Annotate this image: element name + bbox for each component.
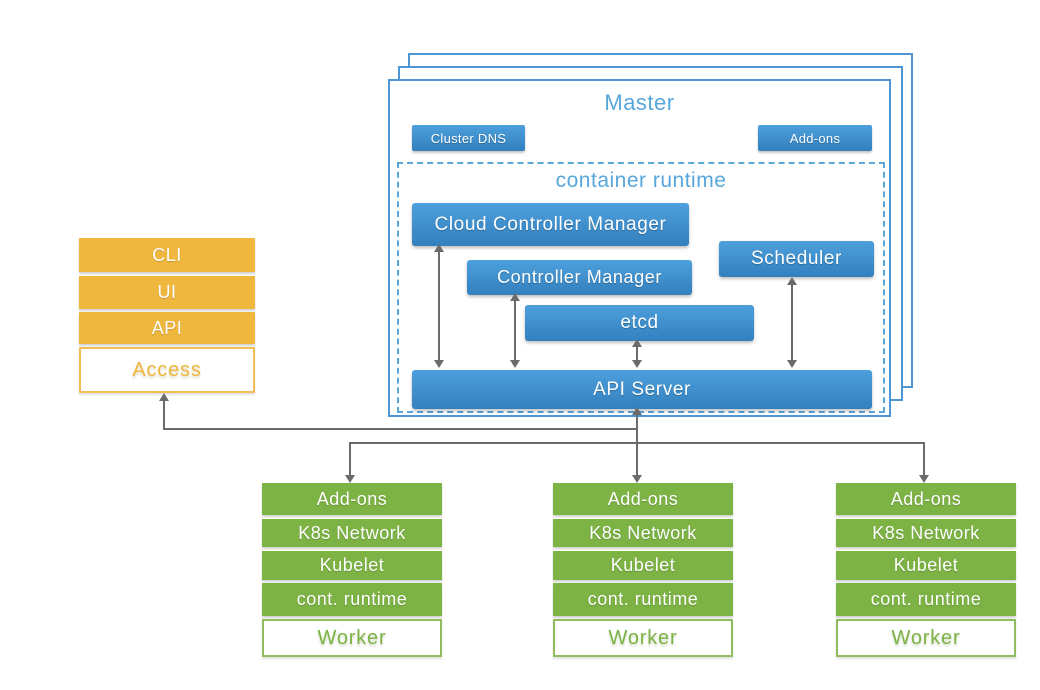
ui-box: UI <box>79 276 255 309</box>
kubelet-box: Kubelet <box>836 551 1016 580</box>
kubelet-box: Kubelet <box>553 551 733 580</box>
worker-box: Worker <box>262 619 442 657</box>
worker-addons-box: Add-ons <box>553 483 733 515</box>
addons-box: Add-ons <box>758 125 872 151</box>
cont-runtime-box: cont. runtime <box>262 583 442 616</box>
scheduler-box: Scheduler <box>719 241 874 277</box>
kubelet-box: Kubelet <box>262 551 442 580</box>
worker-box: Worker <box>553 619 733 657</box>
cli-box: CLI <box>79 238 255 272</box>
worker-box: Worker <box>836 619 1016 657</box>
worker-addons-box: Add-ons <box>262 483 442 515</box>
api-server-box: API Server <box>412 370 872 409</box>
cluster-dns-box: Cluster DNS <box>412 125 525 151</box>
controller-manager-box: Controller Manager <box>467 260 692 295</box>
etcd-box: etcd <box>525 305 754 341</box>
k8s-network-box: K8s Network <box>836 519 1016 547</box>
container-runtime-title: container runtime <box>555 169 727 192</box>
worker-addons-box: Add-ons <box>836 483 1016 515</box>
cont-runtime-box: cont. runtime <box>553 583 733 616</box>
cont-runtime-box: cont. runtime <box>836 583 1016 616</box>
master-title: Master <box>604 90 675 115</box>
api-box: API <box>79 312 255 344</box>
cloud-controller-manager-box: Cloud Controller Manager <box>412 203 689 246</box>
k8s-network-box: K8s Network <box>262 519 442 547</box>
k8s-network-box: K8s Network <box>553 519 733 547</box>
access-box: Access <box>79 347 255 393</box>
master-box: Master Cluster DNS Add-ons container run… <box>388 79 891 417</box>
